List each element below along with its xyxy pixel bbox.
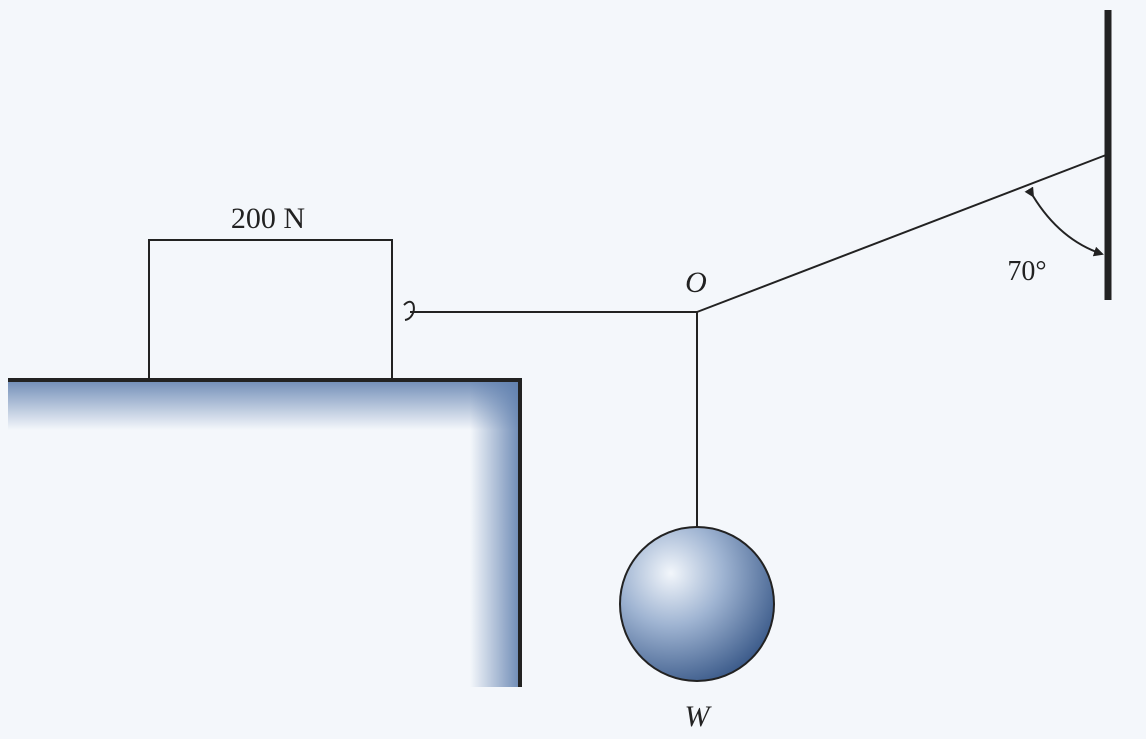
ledge-side-shade	[470, 382, 520, 687]
angle-arc	[1024, 186, 1104, 257]
block-weight-label: 200 N	[231, 202, 305, 235]
angle-label: 70°	[1007, 256, 1046, 287]
block: 200 N	[148, 202, 393, 381]
block-outline	[148, 239, 393, 381]
inclined-rope	[696, 154, 1107, 313]
point-o-label: O	[685, 266, 707, 299]
table-ledge	[8, 378, 522, 687]
weight-label: W	[685, 700, 713, 733]
hanging-sphere	[619, 526, 775, 682]
ledge-top-shade	[8, 382, 518, 430]
hook-icon	[403, 301, 432, 321]
